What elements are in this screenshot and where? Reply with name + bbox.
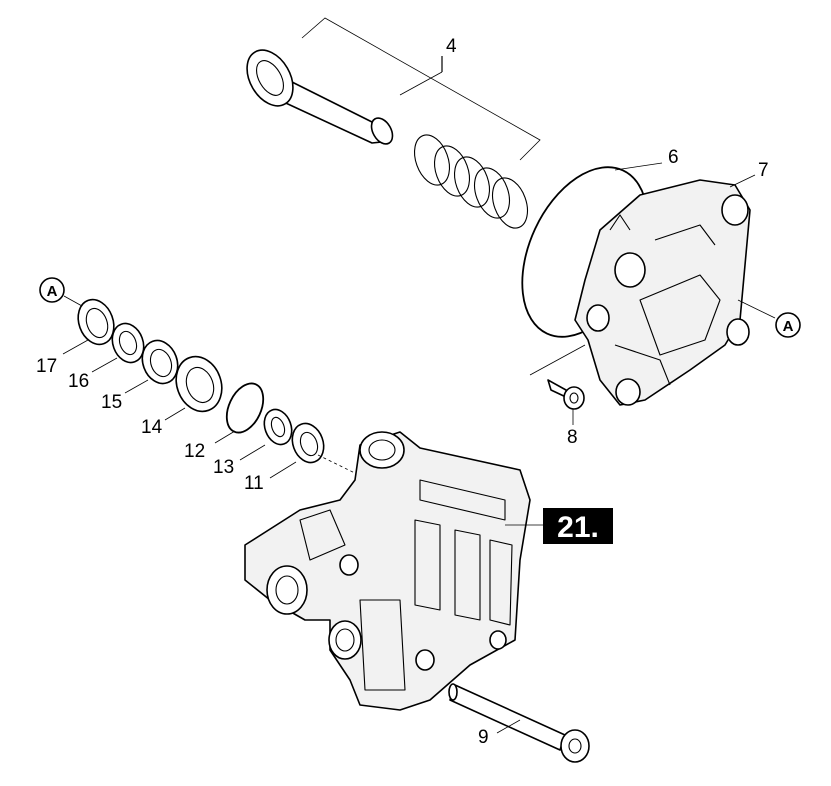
reference-marker-a-left: A <box>39 277 83 307</box>
part-4-piston-assembly <box>246 17 541 229</box>
part-12-o-ring <box>214 382 265 444</box>
label-15: 15 <box>101 392 122 413</box>
part-11-seal <box>269 422 325 479</box>
label-8: 8 <box>567 427 578 448</box>
label-4: 4 <box>446 36 457 57</box>
part-21-pump-housing <box>244 431 543 711</box>
label-11: 11 <box>244 473 264 494</box>
part-16-washer <box>91 322 145 373</box>
label-7: 7 <box>758 160 769 181</box>
label-13: 13 <box>213 457 234 478</box>
reference-marker-a-right: A <box>775 312 801 338</box>
seal-stack <box>62 298 411 501</box>
group-badge: 21. <box>543 508 613 544</box>
svg-text:A: A <box>47 283 58 300</box>
label-14: 14 <box>141 417 163 438</box>
label-9: 9 <box>478 727 489 748</box>
part-14-seal <box>164 355 223 421</box>
label-16: 16 <box>68 371 89 392</box>
group-badge-label: 21. <box>557 511 599 544</box>
label-17: 17 <box>36 356 57 377</box>
label-12: 12 <box>184 441 205 462</box>
part-15-seal <box>124 339 179 394</box>
part-13-washer <box>239 408 293 461</box>
part-7-valve-head <box>574 174 776 406</box>
part-8-screw <box>529 344 586 425</box>
svg-text:A: A <box>783 318 794 335</box>
label-6: 6 <box>668 147 679 168</box>
part-17-seal <box>62 298 115 355</box>
part-9-bolt <box>448 683 590 763</box>
